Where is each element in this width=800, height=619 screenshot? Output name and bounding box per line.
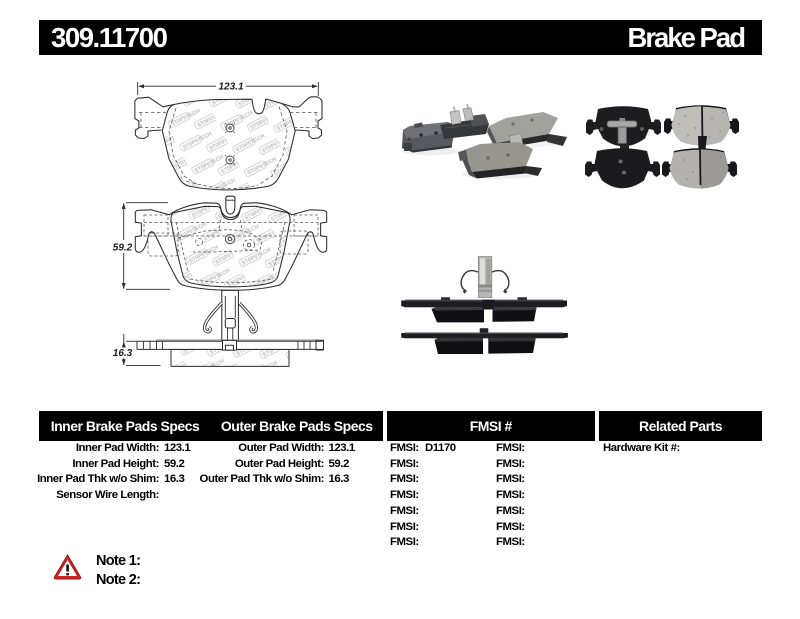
- svg-text:16.3: 16.3: [113, 348, 133, 359]
- svg-text:59.2: 59.2: [113, 243, 133, 254]
- svg-text:123.1: 123.1: [218, 82, 243, 93]
